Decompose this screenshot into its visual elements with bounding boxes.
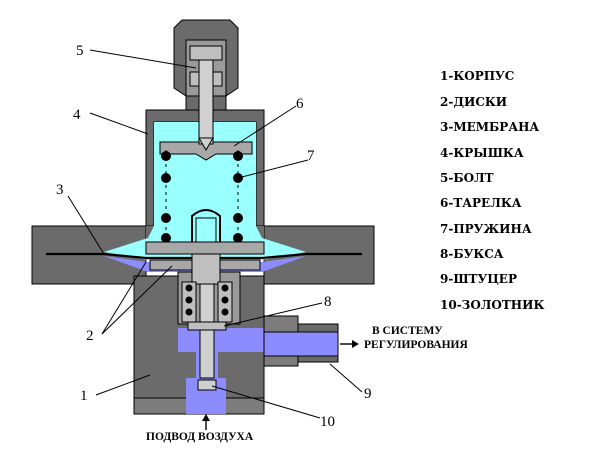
bolt-head — [189, 45, 223, 61]
outlet-fitting — [263, 315, 339, 367]
callout-7: 7 — [307, 148, 315, 164]
seal-ring — [185, 308, 193, 316]
legend-item: 9-ШТУЦЕР — [440, 272, 517, 286]
legend-item: 1-КОРПУС — [440, 69, 514, 83]
spool-stem — [199, 283, 215, 379]
outlet-channel — [178, 328, 268, 352]
upper-cavity — [104, 122, 306, 260]
bolt-shaft — [198, 59, 214, 145]
callout-4: 4 — [73, 107, 81, 123]
legend-item: 2-ДИСКИ — [440, 95, 507, 109]
leader-1 — [95, 374, 151, 396]
outlet-label-line1: В СИСТЕМУ — [372, 325, 443, 337]
legend-item: 10-ЗОЛОТНИК — [440, 298, 544, 312]
spring-coil — [233, 151, 243, 161]
spring-coil — [233, 213, 243, 223]
seal-ring — [185, 296, 193, 304]
callout-2: 2 — [86, 328, 94, 344]
spring-coil — [161, 173, 171, 183]
leader-9 — [329, 363, 363, 393]
leader-8 — [223, 302, 323, 327]
leader-2b — [101, 265, 173, 335]
legend: 1-КОРПУС 2-ДИСКИ 3-МЕМБРАНА 4-КРЫШКА 5-Б… — [440, 69, 544, 312]
seal-ring — [185, 284, 193, 292]
leader-10 — [211, 385, 321, 419]
leader-5 — [89, 49, 197, 69]
inlet-label: ПОДВОД ВОЗДУХА — [146, 431, 254, 443]
outlet-label-line2: РЕГУЛИРОВАНИЯ — [364, 339, 468, 351]
inlet-arrow-head — [202, 414, 210, 421]
callout-1: 1 — [80, 388, 88, 404]
callout-3: 3 — [56, 182, 64, 198]
bushing — [181, 281, 233, 331]
callout-10: 10 — [320, 414, 335, 430]
upper-disc — [145, 241, 265, 255]
callout-6: 6 — [296, 96, 304, 112]
legend-item: 6-ТАРЕЛКА — [440, 196, 522, 210]
callout-8: 8 — [324, 294, 332, 310]
leader-2a — [101, 261, 147, 335]
spring-coil — [161, 213, 171, 223]
outlet-arrow-head — [352, 340, 359, 348]
spring — [161, 150, 243, 243]
leader-lines — [67, 49, 363, 419]
legend-item: 7-ПРУЖИНА — [440, 222, 532, 236]
flow-arrows — [202, 340, 359, 430]
callout-5: 5 — [76, 43, 84, 59]
bushing-collar — [187, 321, 227, 331]
spring-coil — [233, 233, 243, 243]
seal-ring — [221, 296, 229, 304]
legend-item: 5-БОЛТ — [440, 171, 494, 185]
fitting-bore — [263, 331, 339, 357]
flow-annotations: В СИСТЕМУ РЕГУЛИРОВАНИЯ ПОДВОД ВОЗДУХА — [146, 325, 468, 443]
discs-and-spool — [145, 209, 265, 391]
legend-item: 4-КРЫШКА — [440, 146, 524, 160]
upper-chamber — [104, 122, 306, 260]
callout-numbers: 5 4 6 7 3 2 1 8 9 10 — [56, 43, 372, 430]
spool-head-fill — [195, 217, 217, 243]
legend-item: 8-БУКСА — [440, 247, 504, 261]
spring-coil — [161, 233, 171, 243]
adjusting-bolt — [189, 45, 223, 151]
leader-4 — [89, 112, 149, 135]
leader-6 — [233, 105, 297, 147]
callout-9: 9 — [364, 386, 372, 402]
leader-3 — [67, 195, 105, 255]
spring-coil — [161, 151, 171, 161]
seal-ring — [221, 308, 229, 316]
legend-item: 3-МЕМБРАНА — [440, 120, 539, 134]
seal-ring — [221, 284, 229, 292]
spool-body — [191, 253, 221, 285]
leader-7 — [237, 159, 309, 179]
bolt-tip — [198, 137, 214, 151]
spool-tip — [197, 379, 217, 391]
spool-head — [191, 209, 221, 242]
